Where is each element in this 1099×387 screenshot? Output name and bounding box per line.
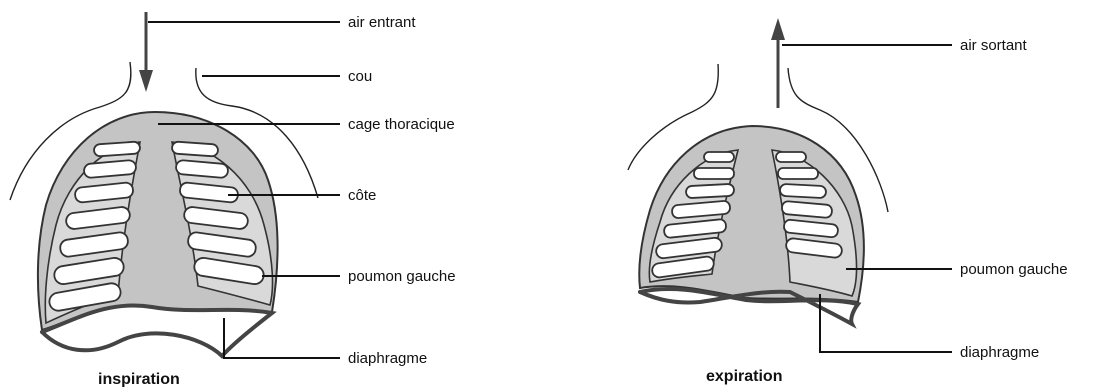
rib: [778, 168, 818, 179]
caption-inspiration: inspiration: [98, 371, 180, 387]
rib: [172, 141, 219, 156]
label-cage-thoracique: cage thoracique: [348, 116, 455, 133]
label-cote: côte: [348, 187, 376, 204]
label-air-entrant: air entrant: [348, 14, 416, 31]
label-poumon-gauche-exp: poumon gauche: [960, 261, 1068, 278]
rib: [704, 152, 734, 162]
caption-expiration: expiration: [706, 368, 782, 385]
label-poumon-gauche: poumon gauche: [348, 268, 456, 285]
expiration-figure: air sortant poumon gauche diaphragme exp…: [628, 18, 1068, 385]
inspiration-figure: air entrant cou cage thoracique côte pou…: [10, 12, 456, 387]
rib: [694, 168, 734, 179]
rib: [94, 141, 141, 156]
label-cou: cou: [348, 68, 372, 85]
label-air-sortant: air sortant: [960, 37, 1028, 54]
label-diaphragme-exp: diaphragme: [960, 344, 1039, 361]
label-diaphragme: diaphragme: [348, 350, 427, 367]
rib: [776, 152, 806, 162]
rib: [686, 184, 735, 198]
inspiration-arrow-down-icon: [139, 70, 153, 92]
rib: [780, 184, 827, 198]
expiration-arrow-up-icon: [771, 18, 785, 40]
